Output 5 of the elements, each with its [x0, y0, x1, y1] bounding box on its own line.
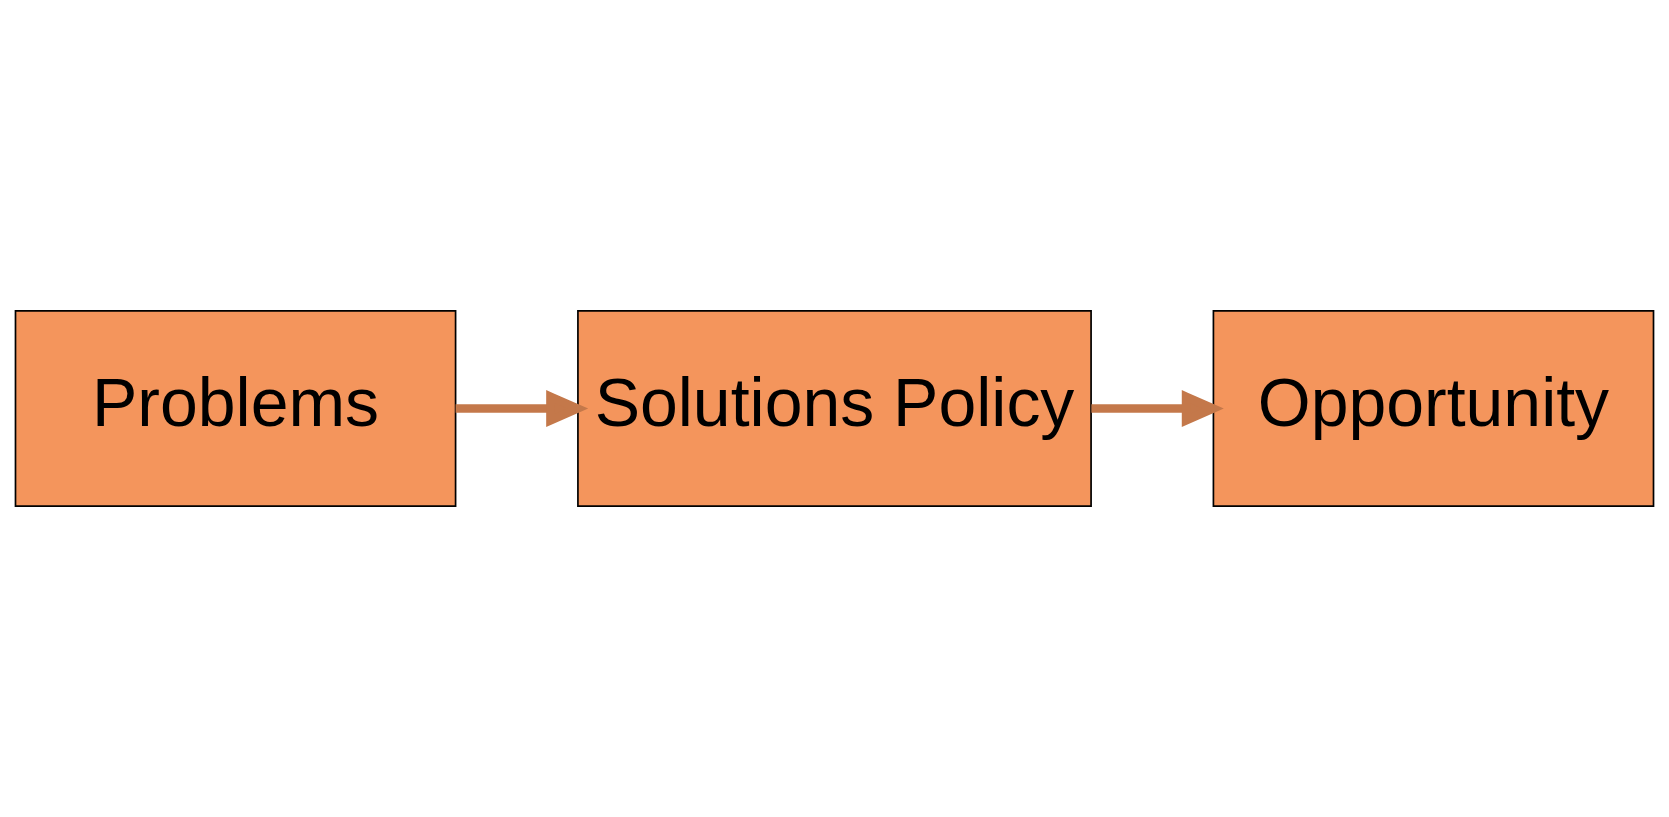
node-box: Problems: [14, 309, 457, 508]
arrow: [1091, 390, 1224, 427]
node-box: Opportunity: [1212, 309, 1655, 508]
node-box: Solutions Policy: [577, 309, 1092, 508]
arrow: [455, 390, 589, 427]
